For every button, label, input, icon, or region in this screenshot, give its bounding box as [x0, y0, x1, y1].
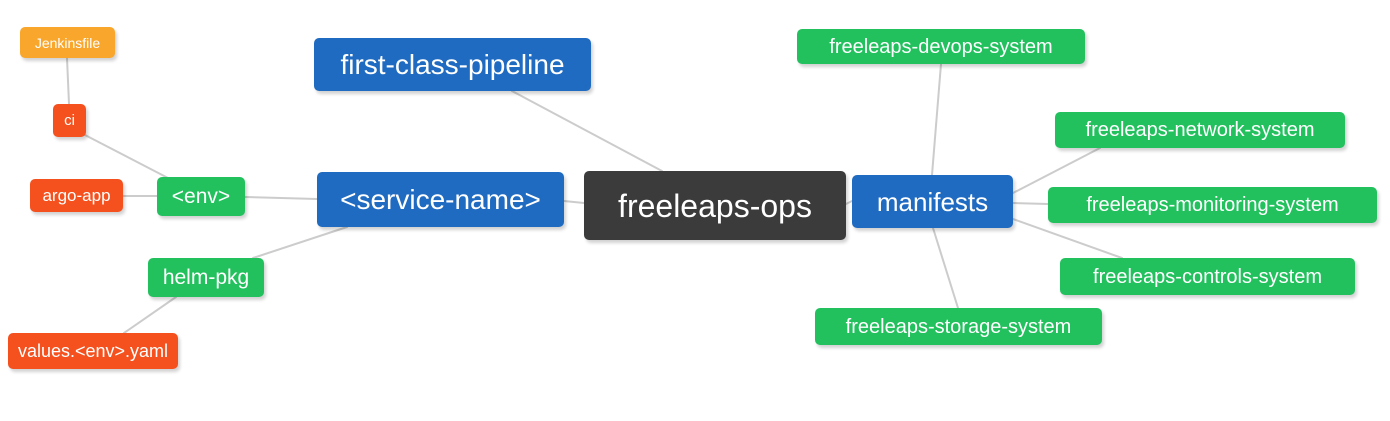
node-first-class-pipeline[interactable]: first-class-pipeline	[314, 38, 591, 91]
node-freeleaps-network-system[interactable]: freeleaps-network-system	[1055, 112, 1345, 148]
node-label: freeleaps-storage-system	[845, 315, 1072, 338]
node-label: freeleaps-devops-system	[829, 35, 1053, 58]
node-freeleaps-controls-system[interactable]: freeleaps-controls-system	[1060, 258, 1355, 295]
node-freeleaps-ops[interactable]: freeleaps-ops	[584, 171, 846, 240]
node-label: helm-pkg	[162, 266, 250, 289]
edge-helm-pkg-to-values-env-yaml	[123, 296, 177, 334]
edge-manifests-to-freeleaps-network-system	[1012, 147, 1101, 194]
node-label: argo-app	[42, 186, 111, 205]
node-freeleaps-storage-system[interactable]: freeleaps-storage-system	[815, 308, 1102, 345]
node-label: first-class-pipeline	[340, 48, 565, 80]
node-ci[interactable]: ci	[53, 104, 86, 137]
node-jenkinsfile[interactable]: Jenkinsfile	[20, 27, 115, 58]
edge-manifests-to-freeleaps-storage-system	[932, 227, 959, 309]
node-values-env-yaml[interactable]: values.<env>.yaml	[8, 333, 178, 369]
node-label: <env>	[171, 185, 231, 208]
node-label: freeleaps-controls-system	[1093, 265, 1322, 288]
node-label: freeleaps-network-system	[1085, 119, 1315, 141]
edge-freeleaps-ops-to-manifests	[845, 200, 853, 205]
node-label: manifests	[876, 186, 989, 217]
node-label: freeleaps-ops	[618, 187, 812, 224]
edge-env-to-service-name	[244, 196, 318, 200]
node-label: Jenkinsfile	[34, 34, 101, 51]
node-service-name[interactable]: <service-name>	[317, 172, 564, 227]
node-freeleaps-devops-system[interactable]: freeleaps-devops-system	[797, 29, 1085, 64]
node-argo-app[interactable]: argo-app	[30, 179, 123, 212]
node-env[interactable]: <env>	[157, 177, 245, 216]
edge-service-name-to-helm-pkg	[252, 226, 348, 259]
edge-ci-to-env	[84, 134, 169, 179]
node-label: ci	[64, 112, 75, 129]
node-label: freeleaps-monitoring-system	[1086, 194, 1339, 216]
node-label: values.<env>.yaml	[17, 341, 169, 361]
edge-manifests-to-freeleaps-devops-system	[931, 63, 942, 176]
edge-first-class-pipeline-to-freeleaps-ops	[511, 90, 663, 172]
node-freeleaps-monitoring-system[interactable]: freeleaps-monitoring-system	[1048, 187, 1377, 223]
node-helm-pkg[interactable]: helm-pkg	[148, 258, 264, 297]
edge-service-name-to-freeleaps-ops	[563, 200, 585, 204]
node-label: <service-name>	[340, 183, 541, 215]
edge-manifests-to-freeleaps-monitoring-system	[1012, 202, 1049, 205]
edge-manifests-to-freeleaps-controls-system	[1012, 218, 1123, 259]
edge-jenkinsfile-to-ci	[66, 57, 70, 105]
node-manifests[interactable]: manifests	[852, 175, 1013, 228]
